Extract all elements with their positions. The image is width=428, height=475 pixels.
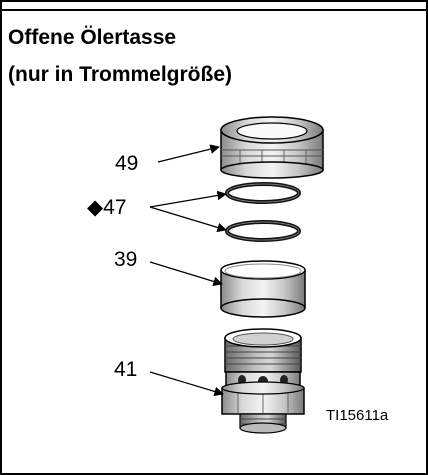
diagram-title-line2: (nur in Trommelgröße) (8, 63, 233, 86)
leader-49 (157, 144, 220, 163)
callout-49: 49 (115, 152, 138, 175)
part-47-orings (225, 182, 301, 242)
diagram-title-line1: Offene Ölertasse (8, 26, 177, 49)
part-39-ring (220, 260, 306, 318)
figure-id: TI15611a (326, 407, 389, 424)
leader-39 (149, 261, 223, 287)
part-49-nut (220, 116, 324, 179)
callout-47: ◆47 (87, 196, 127, 219)
leader-47-upper (149, 190, 227, 208)
leader-47-lower (149, 206, 227, 233)
callout-41: 41 (114, 358, 137, 381)
leader-41 (149, 371, 224, 397)
callout-39: 39 (114, 248, 137, 271)
part-41-base (221, 328, 305, 434)
